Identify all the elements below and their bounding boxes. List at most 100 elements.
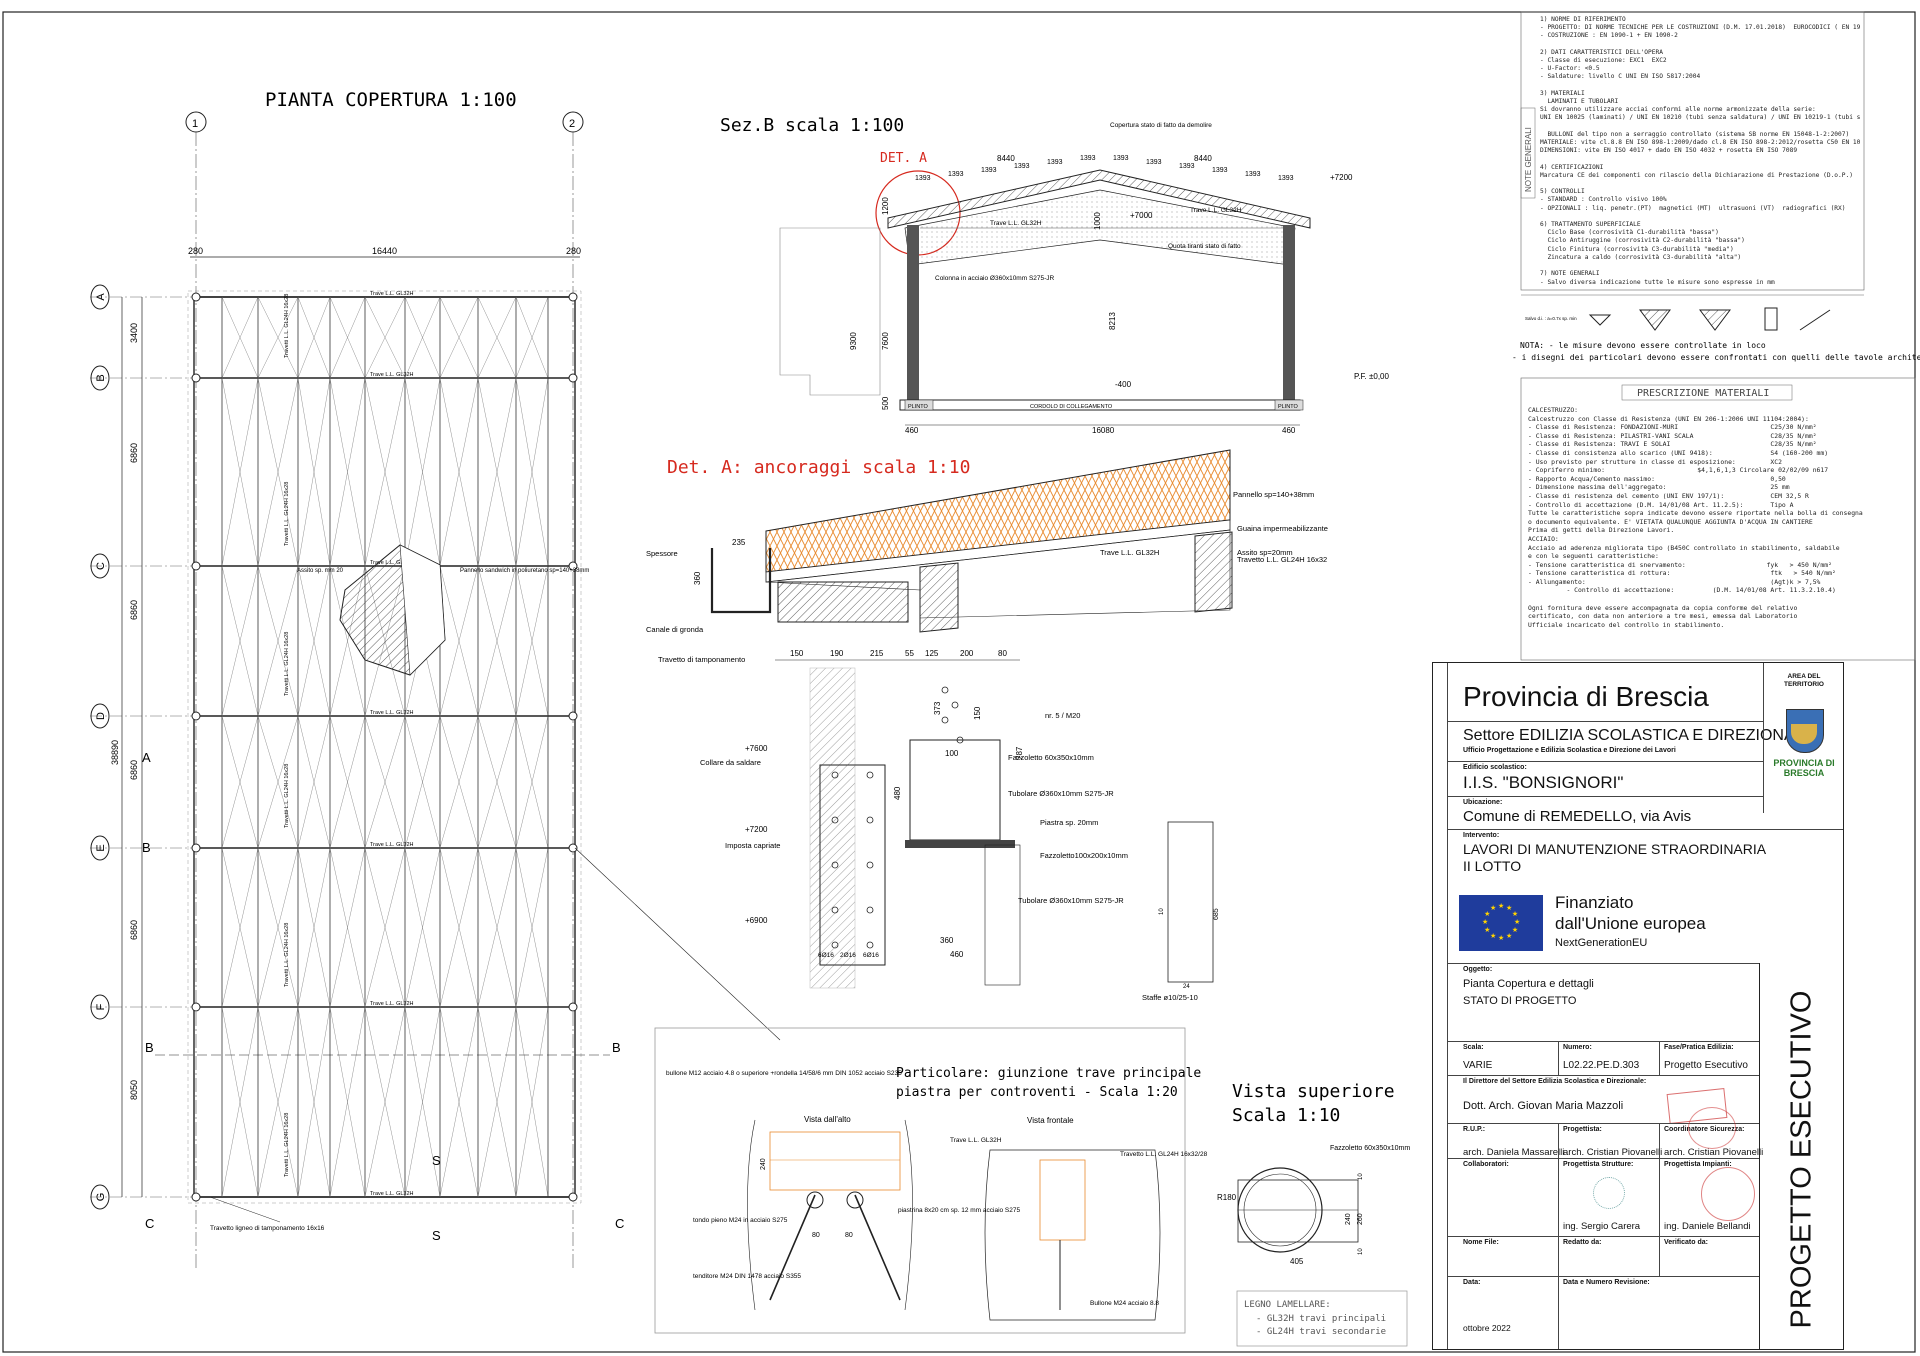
gusset-plate — [1237, 1179, 1359, 1243]
eu-star-icon: ★ — [1498, 902, 1505, 910]
coat-of-arms-icon — [1786, 709, 1824, 753]
bracing — [404, 715, 441, 849]
tondo-label: tondo pieno M24 in acciaio S275 — [693, 1217, 788, 1224]
vista-fazzoletto: Fazzoletto 60x350x10mm — [1330, 1145, 1410, 1152]
panel-dim: 1393 — [1212, 167, 1228, 174]
bolt — [866, 816, 874, 824]
dim-787: 787 — [1015, 746, 1024, 760]
bracing — [439, 1006, 479, 1198]
grid-row-bubble-C — [90, 553, 110, 579]
bracing — [477, 296, 517, 379]
bracing — [297, 296, 331, 379]
plinto-right-label: PLINTO — [1278, 404, 1298, 410]
front-view-plate — [1039, 1159, 1086, 1241]
dim-7600: 7600 — [881, 332, 890, 350]
bracing — [257, 847, 299, 1008]
redatto-label: Redatto da: — [1563, 1239, 1602, 1246]
logo-area: AREA DEL TERRITORIO PROVINCIA DI BRESCIA — [1763, 663, 1844, 813]
bolts-label: nr. 5 / M20 — [1045, 711, 1080, 720]
sep-3 — [1558, 1123, 1559, 1236]
bars-2: 6Ø16 — [863, 952, 879, 959]
column-node-right-G — [568, 1192, 578, 1202]
collar-section — [819, 764, 886, 966]
beam-label-F: Trave L.L. GL32H — [370, 1001, 414, 1007]
tube-lower — [984, 844, 1021, 986]
dim-685: 685 — [1213, 908, 1220, 920]
grid-row-F: F — [95, 1003, 107, 1010]
travetto-section-1 — [919, 562, 959, 633]
tie-rods — [769, 1194, 901, 1301]
guaina-label: Guaina impermeabilizzante — [1237, 524, 1328, 533]
edge-beam-label: Travetto ligneo di tamponamento 16x16 — [210, 1225, 325, 1232]
weld-symbols: Salvo d.i. : a=0.7x sp. min — [1525, 307, 1831, 331]
eu-star-icon: ★ — [1498, 934, 1505, 942]
grid-col-2: 2 — [569, 118, 575, 130]
panel-dim: 1393 — [948, 171, 964, 178]
column-node-right-E — [568, 843, 578, 853]
weld-label-0: Salvo d.i. : a=0.7x sp. min — [1525, 316, 1577, 321]
tenditore-label: tenditore M24 DIN 1478 acciaio S355 — [693, 1273, 801, 1280]
detail-leader — [574, 847, 781, 1041]
bracing — [257, 296, 299, 379]
bracing — [477, 1006, 517, 1198]
eu-star-icon: ★ — [1514, 918, 1521, 926]
vista-dim-10b: 10 — [1358, 1248, 1364, 1255]
scala: VARIE — [1463, 1060, 1493, 1071]
grid-row-C: C — [95, 562, 107, 570]
bracing — [439, 296, 479, 379]
bolt — [831, 906, 839, 914]
sep-5 — [1558, 1236, 1559, 1349]
cut-c-right: C — [615, 1216, 624, 1231]
strutture-label: Progettista Strutture: — [1563, 1161, 1634, 1168]
dim-top-0: 280 — [188, 246, 203, 256]
grid-row-bubble-E — [90, 835, 110, 861]
sep-6 — [1659, 1236, 1660, 1276]
bolt — [866, 906, 874, 914]
fase: Progetto Esecutivo — [1664, 1060, 1748, 1071]
bolt — [831, 816, 839, 824]
cordolo-label: CORDOLO DI COLLEGAMENTO — [1030, 404, 1113, 410]
logo-top-text: AREA DEL TERRITORIO — [1784, 673, 1824, 688]
collab-label: Collaboratori: — [1463, 1161, 1509, 1168]
weld-icon-1 — [1588, 314, 1612, 326]
legno-item-1: - GL24H travi secondarie — [1256, 1327, 1386, 1337]
title-block: Provincia di Brescia Settore EDILIZIA SC… — [1432, 662, 1844, 1350]
edificio: I.I.S. "BONSIGNORI" — [1463, 773, 1624, 792]
trave-ll-label: Trave L.L. GL32H — [950, 1137, 1002, 1144]
rule-9 — [1447, 1158, 1759, 1159]
stamp-impianti — [1701, 1167, 1755, 1221]
progettista: arch. Cristian Piovanelli — [1563, 1147, 1663, 1158]
dim-360: 360 — [693, 571, 702, 585]
edge-leader — [209, 1196, 281, 1223]
revisione-label: Data e Numero Revisione: — [1563, 1279, 1650, 1286]
fase-label: Fase/Pratica Edilizia: — [1664, 1044, 1734, 1051]
eu-line-3: NextGenerationEU — [1555, 937, 1648, 949]
vista-dim-240: 240 — [1345, 1213, 1352, 1225]
grid-row-bubble-G — [90, 1184, 110, 1210]
panel-dim: 1393 — [1080, 155, 1096, 162]
sandwich-label: Pannello sandwich in poliuretano sp=140+… — [460, 568, 589, 574]
logo-bottom-text: PROVINCIA DI BRESCIA — [1773, 758, 1835, 778]
eu-star-icon: ★ — [1506, 904, 1513, 913]
bracing — [477, 565, 517, 717]
bracing — [515, 1006, 549, 1198]
panel-dim: 1393 — [1113, 155, 1129, 162]
joint-subtitle: piastra per controventi - Scala 1:20 — [896, 1085, 1178, 1100]
pf-label: P.F. ±0,00 — [1354, 372, 1389, 381]
prescrizione-text: CALCESTRUZZO: Calcestruzzo con Classe di… — [1528, 406, 1863, 629]
progettista-label: Progettista: — [1563, 1126, 1602, 1133]
bullone-note: bullone M12 acciaio 4.8 o superiore +ron… — [666, 1070, 902, 1077]
top-view-edge-l — [747, 1119, 756, 1311]
bolt — [956, 736, 964, 744]
vista-dim-405: 405 — [1290, 1257, 1304, 1266]
grid-row-B: B — [95, 374, 107, 381]
vista-dim-10a: 10 — [1358, 1173, 1364, 1180]
cut-s-bottom: S — [432, 1228, 441, 1243]
bolt — [941, 716, 949, 724]
eu-star-icon: ★ — [1511, 926, 1519, 934]
rule-2 — [1447, 761, 1763, 762]
dim-top-1: 16440 — [372, 246, 397, 256]
existing-building — [779, 227, 881, 396]
